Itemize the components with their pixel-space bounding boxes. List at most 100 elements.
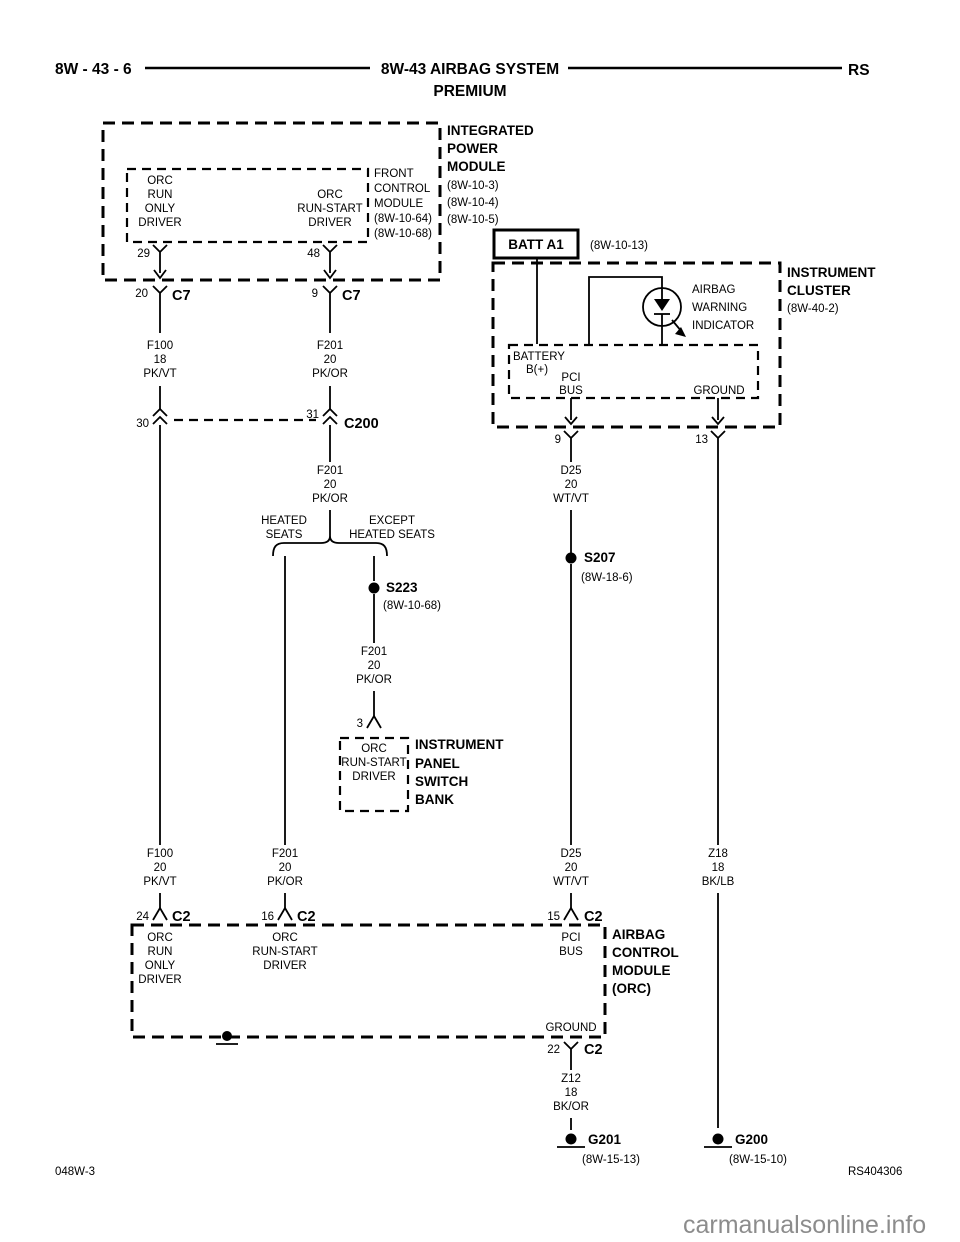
cluster-battery-label: B(+) [526,364,548,376]
pin-number: 3 [357,718,363,730]
header-region-code: RS [848,62,870,79]
ipsb-pin-label-line: DRIVER [352,771,395,783]
wire-label: 20 [279,862,292,874]
wire-label: 18 [154,354,167,366]
pin-number: 20 [135,288,148,300]
cluster-title-line: INSTRUMENT [787,265,876,280]
splice-dot [565,552,577,564]
ground-dot [222,1031,232,1041]
ipm-connector-c7-left: 20 C7 [135,285,191,304]
fcm-title-line: FRONT [374,168,414,180]
ground-g201: G201 (8W-15-13) [557,1132,640,1166]
page-header: 8W - 43 - 6 8W-43 AIRBAG SYSTEM PREMIUM … [55,61,870,100]
arrow-down-icon [323,269,337,280]
connector-y-symbol [563,1041,579,1060]
branch-left-label: HEATED [261,515,307,527]
cluster-pci-label: PCI [561,372,580,384]
orc-title: AIRBAG CONTROL MODULE (ORC) [612,927,679,996]
arrow-down-icon [564,416,578,426]
diode-triangle [654,299,670,311]
fcm-pin-48: 48 [307,244,338,280]
indicator-label-line: AIRBAG [692,284,736,296]
pin-number: 22 [547,1044,560,1056]
wire-label: 20 [154,862,167,874]
ipm-title: INTEGRATED POWER MODULE (8W-10-3) (8W-10… [447,123,534,226]
ipsb-title-line: BANK [415,792,454,807]
wire-label: PK/OR [312,493,348,505]
inline-connector-symbol [152,407,168,425]
connector-y-symbol [152,285,168,304]
wire-label: PK/OR [267,876,303,888]
wire-f100: F100 18 PK/VT [143,304,177,845]
watermark: carmanualsonline.info [683,1211,926,1239]
ground-dot [565,1133,577,1145]
cluster-box [491,261,782,429]
wire-label: F201 [272,848,298,860]
indicator-arrowhead [675,327,686,337]
wire-z18: Z18 18 BK/LB [702,450,735,1128]
ipsb-title-line: PANEL [415,756,460,771]
wire-z12: Z12 18 BK/OR [553,1060,589,1130]
wire-label: BK/LB [702,876,735,888]
orc-pin-16: 16 C2 [261,906,316,925]
ground-name: G201 [588,1132,622,1147]
pin-number: 30 [136,418,149,430]
branch-right-label: HEATED SEATS [349,529,435,541]
fcm-left-label-line: DRIVER [138,217,181,229]
ipsb-title-line: INSTRUMENT [415,737,504,752]
branch-right-label: EXCEPT [369,515,415,527]
orc-label-line: ORC [272,932,298,944]
wire-label: F100 [147,340,173,352]
wire-label: D25 [560,848,581,860]
orc-pin-15-label: PCI BUS [559,932,583,958]
fcm-title: FRONT CONTROL MODULE (8W-10-64) (8W-10-6… [374,168,432,240]
fcm-right-label-line: ORC [317,189,343,201]
orc-box [130,923,607,1039]
batt-a1-label: BATT A1 [508,237,564,252]
orc-label-line: BUS [559,946,583,958]
wire-label: PK/OR [312,368,348,380]
fcm-title-line: CONTROL [374,183,431,195]
orc-pin-16-label: ORC RUN-START DRIVER [252,932,317,972]
indicator-label-line: WARNING [692,302,747,314]
orc-pin-24-label: ORC RUN ONLY DRIVER [138,932,181,986]
wire-label: 18 [565,1087,578,1099]
lamp-feed-wire [588,276,663,344]
branch-left-label: SEATS [266,529,303,541]
connector-name: C7 [172,288,191,304]
instrument-panel-switch-bank: 3 ORC RUN-START DRIVER INSTRUMENT PANEL … [338,714,504,813]
footer-sheet-code: 048W-3 [55,1166,95,1178]
batt-a1-box [492,228,580,260]
fcm-left-label-line: RUN [148,189,173,201]
ipm-title-line: MODULE [447,159,506,174]
ipm-title-line: INTEGRATED [447,123,534,138]
pin-number: 9 [312,288,318,300]
fcm-ref-line: (8W-10-64) [374,213,432,225]
fcm-left-label-line: ONLY [145,203,176,215]
wire-label: F100 [147,848,173,860]
orc-pin-22: 22 C2 [547,1041,603,1060]
wire-label: WT/VT [553,876,589,888]
orc-label-line: RUN [148,946,173,958]
batt-a1-ref: (8W-10-13) [590,240,648,252]
fcm-ref-line: (8W-10-68) [374,228,432,240]
wire-label: Z18 [708,848,728,860]
ipsb-pin-label-line: RUN-START [341,757,406,769]
ipm-ref-line: (8W-10-3) [447,180,499,192]
wire-label: 20 [565,479,578,491]
cluster-pin-13: 13 [695,398,726,450]
splice-ref: (8W-10-68) [383,600,441,612]
wire-label: PK/OR [356,674,392,686]
ground-name: G200 [735,1132,768,1147]
orc-label-line: DRIVER [263,960,306,972]
header-title: 8W-43 AIRBAG SYSTEM [381,61,559,78]
fcm-left-label-line: ORC [147,175,173,187]
wire-label: 20 [324,479,337,491]
connector-name: C2 [584,1042,603,1058]
splice-dot [368,582,380,594]
orc-title-line: CONTROL [612,945,679,960]
wire-d25: D25 20 WT/VT S207 (8W-18-6) [553,450,633,845]
inline-connector-symbol [322,407,338,425]
connector-name: C2 [172,909,191,925]
